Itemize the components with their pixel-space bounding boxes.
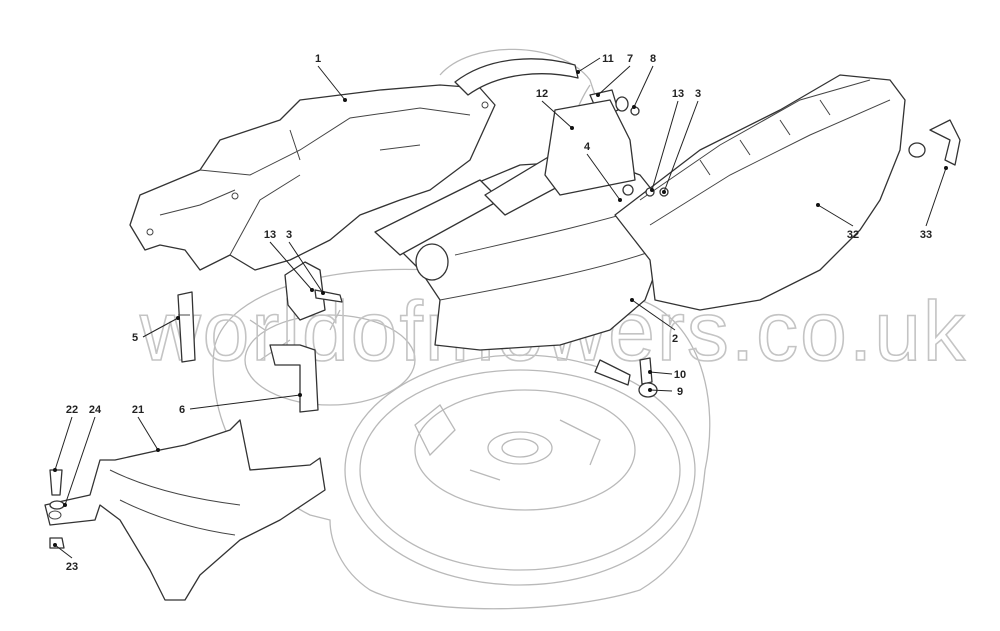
leader-line — [649, 389, 673, 392]
callout-11: 11 — [576, 53, 614, 74]
leader-dot — [343, 98, 347, 102]
callout-number: 3 — [286, 229, 292, 241]
leader-line — [54, 416, 73, 471]
callout-number: 33 — [920, 229, 932, 241]
leader-line — [577, 57, 601, 73]
leader-line — [925, 167, 947, 227]
callout-22: 22 — [53, 404, 78, 472]
leader-dot — [632, 105, 636, 109]
callout-number: 1 — [315, 53, 321, 65]
leader-dot — [298, 393, 302, 397]
callout-number: 10 — [674, 369, 686, 381]
callout-9: 9 — [648, 386, 683, 398]
callout-33: 33 — [920, 166, 948, 241]
leader-line — [651, 100, 679, 191]
callout-number: 32 — [847, 229, 859, 241]
callout-32: 32 — [816, 203, 859, 241]
callout-number: 24 — [89, 404, 102, 416]
leader-line — [649, 371, 673, 375]
callout-3: 3 — [286, 229, 325, 295]
leader-dot — [176, 316, 180, 320]
leader-line — [142, 317, 179, 338]
leader-dot — [648, 388, 652, 392]
leader-line — [541, 100, 573, 129]
callout-2: 2 — [630, 298, 678, 345]
leader-dot — [53, 543, 57, 547]
leader-line — [64, 416, 96, 506]
leader-dot — [53, 468, 57, 472]
callout-number: 23 — [66, 561, 78, 573]
leader-line — [137, 416, 159, 451]
leader-dot — [944, 166, 948, 170]
leader-dot — [596, 93, 600, 97]
leader-line — [54, 544, 73, 559]
leader-line — [189, 394, 301, 410]
leader-dot — [576, 70, 580, 74]
callout-number: 13 — [672, 88, 684, 100]
leader-dot — [310, 288, 314, 292]
leader-dot — [618, 198, 622, 202]
part-32-discharge-chute — [614, 74, 906, 311]
callout-number: 13 — [264, 229, 276, 241]
leader-line — [633, 65, 654, 108]
part-2-centre-housing — [374, 99, 661, 351]
callout-7: 7 — [596, 53, 633, 97]
callout-10: 10 — [648, 369, 686, 381]
leader-dot — [630, 298, 634, 302]
callout-number: 8 — [650, 53, 656, 65]
callout-24: 24 — [63, 404, 102, 507]
leader-line — [317, 65, 346, 101]
callout-number: 5 — [132, 332, 138, 344]
callout-number: 7 — [627, 53, 633, 65]
part-33-bracket — [908, 119, 961, 166]
callout-13: 13 — [650, 88, 684, 192]
leader-dot — [648, 370, 652, 374]
callout-4: 4 — [584, 141, 622, 202]
leader-line — [288, 241, 324, 294]
callout-3: 3 — [662, 88, 701, 194]
callout-number: 22 — [66, 404, 78, 416]
callout-number: 3 — [695, 88, 701, 100]
leader-line — [597, 65, 631, 96]
callout-1: 1 — [315, 53, 347, 102]
callout-21: 21 — [132, 404, 160, 452]
callout-12: 12 — [536, 88, 574, 130]
leader-dot — [662, 190, 666, 194]
leader-dot — [321, 291, 325, 295]
callout-8: 8 — [632, 53, 656, 109]
callout-number: 11 — [602, 53, 614, 65]
leader-line — [586, 153, 621, 201]
leader-dot — [156, 448, 160, 452]
callout-5: 5 — [132, 316, 180, 344]
callout-number: 21 — [132, 404, 144, 416]
callout-number: 9 — [677, 386, 683, 398]
callout-13: 13 — [264, 229, 314, 292]
leader-dot — [650, 188, 654, 192]
part-1-housing — [129, 84, 496, 271]
leader-dot — [570, 126, 574, 130]
leader-dot — [63, 503, 67, 507]
callout-23: 23 — [53, 543, 78, 573]
leader-line — [631, 299, 676, 331]
callout-number: 2 — [672, 333, 678, 345]
leader-line — [663, 100, 699, 193]
callout-number: 12 — [536, 88, 548, 100]
callout-6: 6 — [179, 393, 302, 416]
part-21-front-guard — [44, 419, 326, 601]
callout-number: 4 — [584, 141, 591, 153]
leader-dot — [816, 203, 820, 207]
leader-line — [817, 204, 854, 227]
leader-line — [269, 241, 313, 291]
callout-number: 6 — [179, 404, 185, 416]
